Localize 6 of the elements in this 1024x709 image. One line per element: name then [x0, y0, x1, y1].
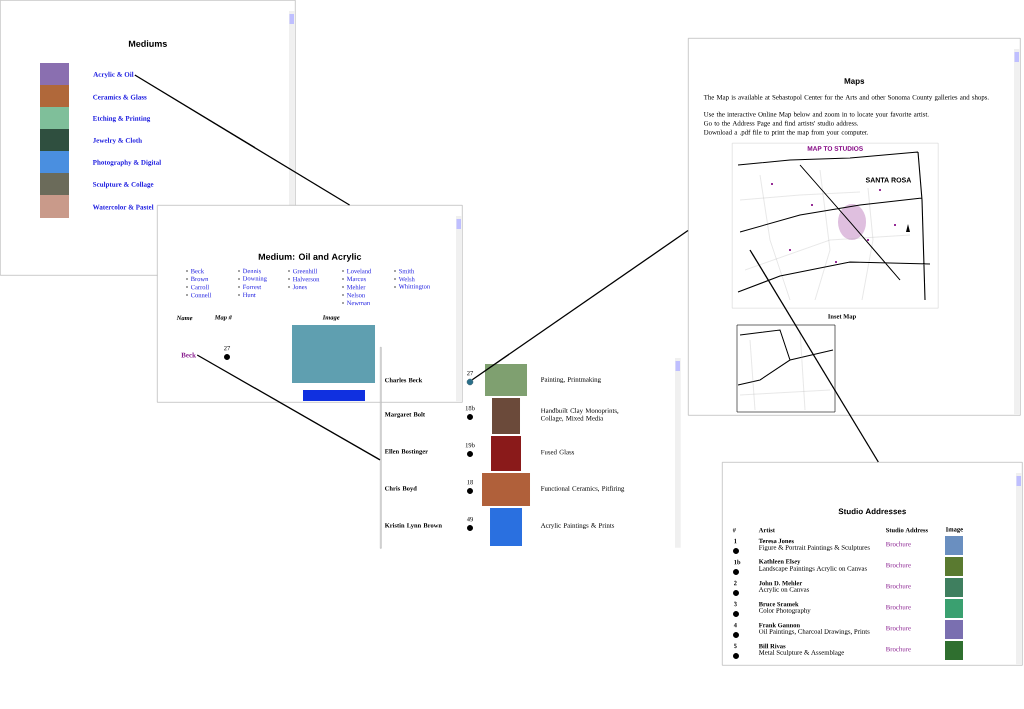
connector-line	[471, 229, 689, 381]
connector-line	[196, 354, 381, 461]
map-pin-icon	[466, 378, 474, 386]
connector-line	[749, 249, 879, 463]
browser-window	[380, 347, 681, 549]
connector-line	[134, 74, 351, 206]
